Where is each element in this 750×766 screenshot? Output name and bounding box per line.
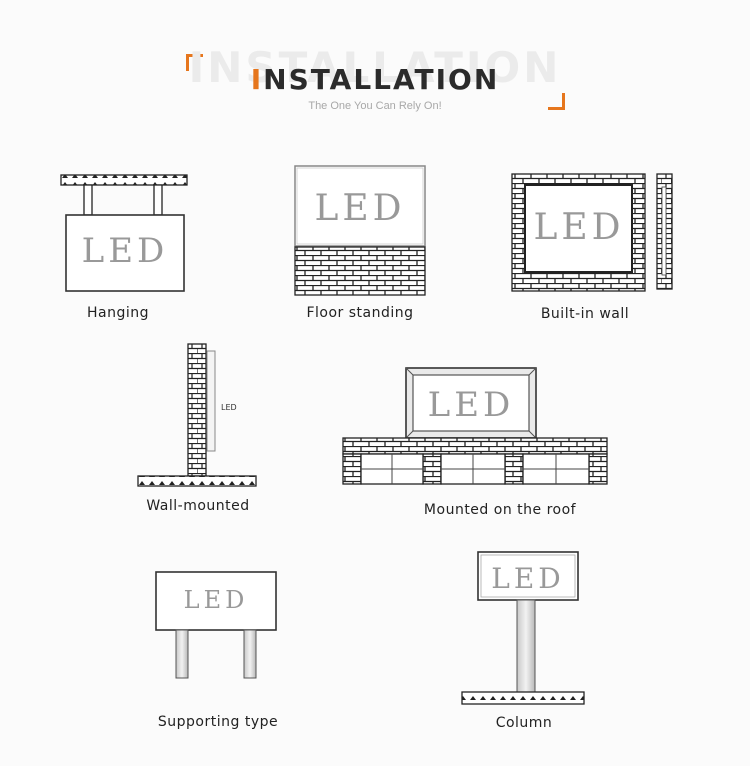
column-led-label: LED [491, 562, 564, 595]
corner-bracket-top-left [186, 54, 203, 71]
corner-bracket-bottom-right [548, 93, 565, 110]
caption-hanging: Hanging [86, 305, 149, 321]
wall-mounted-diagram: LED [137, 343, 257, 487]
built-in-wall-diagram: LED [511, 173, 673, 292]
caption-roof-mounted: Mounted on the roof [423, 502, 577, 518]
page-subtitle: The One You Can Rely On! [308, 100, 442, 112]
ghost-title: INSTALLATION [188, 43, 562, 92]
caption-built-in-wall: Built-in wall [540, 306, 630, 322]
floor-standing-diagram: LED [294, 165, 426, 296]
title-accent-letter: I [250, 63, 264, 96]
support-led-label: LED [184, 586, 249, 614]
caption-floor-standing: Floor standing [306, 305, 414, 321]
wall-led-label: LED [221, 403, 237, 412]
title-rest: NSTALLATION [263, 63, 500, 96]
roof-mounted-diagram: LED [342, 367, 608, 485]
caption-supporting-type: Supporting type [157, 714, 279, 730]
hanging-diagram: LED [60, 174, 188, 292]
hanging-led-label: LED [82, 231, 169, 271]
column-diagram: LED [461, 551, 585, 705]
floor-led-label: LED [314, 188, 405, 229]
supporting-type-diagram: LED [155, 571, 277, 679]
caption-column: Column [495, 715, 553, 731]
roof-led-label: LED [428, 385, 515, 425]
builtin-led-label: LED [533, 207, 624, 248]
page-title: INSTALLATION [0, 63, 750, 96]
caption-wall-mounted: Wall-mounted [146, 498, 250, 514]
